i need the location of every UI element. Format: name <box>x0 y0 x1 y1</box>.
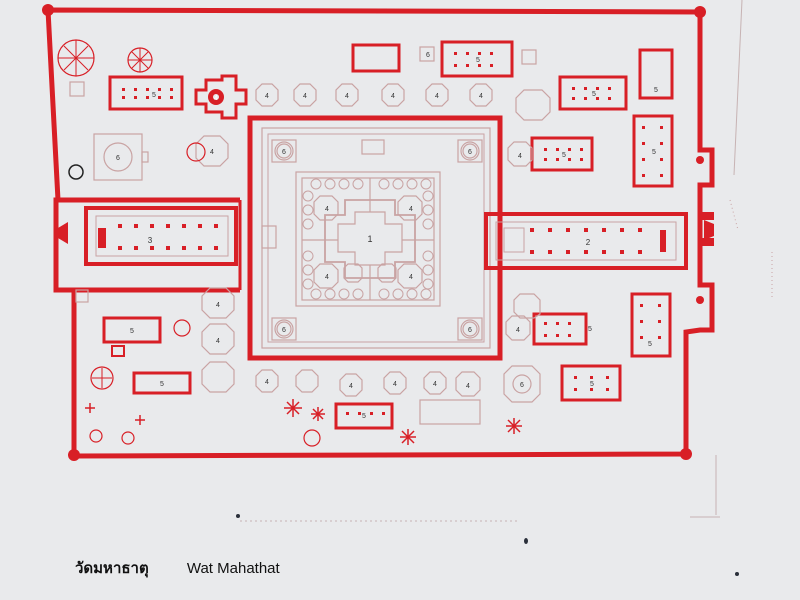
svg-text:4: 4 <box>216 338 220 345</box>
svg-text:6: 6 <box>426 52 430 59</box>
mandapas <box>93 133 532 394</box>
small-structures <box>69 46 537 425</box>
prang-label: 1 <box>367 234 372 244</box>
svg-text:6: 6 <box>468 327 472 334</box>
east-viharn: 2 <box>484 212 688 270</box>
svg-text:4: 4 <box>265 379 269 386</box>
svg-text:5: 5 <box>160 381 164 388</box>
main-prang-platform <box>295 171 441 307</box>
chedi-numbers: 4 4 4 4 4 4 4 4 4 4 4 4 4 4 4 4 4 4 4 4 … <box>210 93 522 390</box>
svg-text:4: 4 <box>325 274 329 281</box>
svg-text:4: 4 <box>303 93 307 100</box>
svg-text:6: 6 <box>468 149 472 156</box>
map-caption: วัดมหาธาตุ Wat Mahathat <box>75 556 280 580</box>
svg-text:4: 4 <box>433 381 437 388</box>
svg-text:4: 4 <box>210 149 214 156</box>
svg-text:4: 4 <box>409 274 413 281</box>
svg-text:4: 4 <box>479 93 483 100</box>
svg-text:4: 4 <box>391 93 395 100</box>
svg-text:6: 6 <box>116 155 120 162</box>
svg-text:5: 5 <box>588 326 592 333</box>
caption-english: Wat Mahathat <box>186 560 280 577</box>
svg-text:5: 5 <box>362 413 366 420</box>
well-circle <box>68 164 84 180</box>
east-viharn-label: 2 <box>586 238 591 247</box>
small-viharns <box>102 40 674 430</box>
svg-text:4: 4 <box>466 383 470 390</box>
viharn-columns <box>122 52 663 415</box>
red-cross-chedi <box>194 74 248 120</box>
main-prang-number: 1 <box>367 234 372 244</box>
west-viharn-label: 3 <box>148 236 153 245</box>
svg-text:6: 6 <box>282 149 286 156</box>
ink-smudge <box>236 514 240 518</box>
svg-text:4: 4 <box>435 93 439 100</box>
svg-text:4: 4 <box>393 381 397 388</box>
svg-text:5: 5 <box>130 328 134 335</box>
viharn-numbers: 5 5 5 5 5 5 5 5 5 5 5 5 <box>130 57 658 420</box>
gallery-corner-mandapas <box>261 139 483 341</box>
ink-smudge <box>524 538 528 544</box>
svg-text:4: 4 <box>349 383 353 390</box>
margin-sketch-marks <box>240 0 743 522</box>
svg-text:4: 4 <box>516 327 520 334</box>
prang-surrounding-stupas <box>302 178 434 300</box>
svg-text:4: 4 <box>216 302 220 309</box>
right-margin-notes <box>729 199 773 300</box>
prang-corner-chedis <box>313 195 423 289</box>
ink-smudge <box>735 572 739 576</box>
svg-text:5: 5 <box>652 149 656 156</box>
chedis <box>195 83 551 403</box>
svg-text:4: 4 <box>214 95 218 102</box>
wall-corner-posts <box>42 4 706 461</box>
mandapa-numbers: 6 6 6 6 6 6 6 <box>116 52 524 389</box>
svg-text:5: 5 <box>590 381 594 388</box>
east-gates <box>58 212 714 246</box>
svg-text:5: 5 <box>562 152 566 159</box>
svg-text:5: 5 <box>476 57 480 64</box>
svg-text:5: 5 <box>648 341 652 348</box>
tree-branches <box>58 40 152 388</box>
caption-thai: วัดมหาธาตุ <box>75 560 149 577</box>
svg-text:4: 4 <box>345 93 349 100</box>
svg-text:5: 5 <box>152 92 156 99</box>
svg-text:4: 4 <box>325 206 329 213</box>
svg-text:4: 4 <box>518 153 522 160</box>
svg-text:4: 4 <box>265 93 269 100</box>
svg-text:5: 5 <box>592 91 596 98</box>
svg-text:6: 6 <box>520 382 524 389</box>
svg-text:4: 4 <box>409 206 413 213</box>
svg-text:5: 5 <box>654 87 658 94</box>
west-viharn: 3 <box>84 206 238 266</box>
svg-text:6: 6 <box>282 327 286 334</box>
trees-starburst <box>85 399 522 445</box>
